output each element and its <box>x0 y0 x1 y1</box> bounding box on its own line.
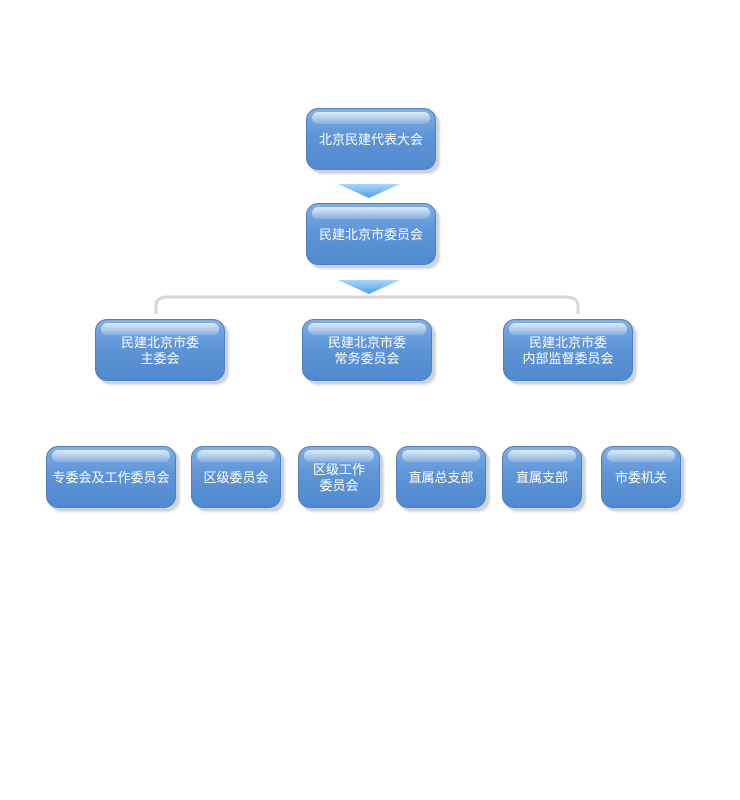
node-congress-label: 北京民建代表大会 <box>318 133 423 148</box>
down-arrow-icon <box>338 280 400 294</box>
node-label-line1: 民建北京市委 <box>528 336 607 351</box>
node-congress[interactable]: 北京民建代表大会 <box>306 108 436 170</box>
node-supervision-committee[interactable]: 民建北京市委 内部监督委员会 <box>503 319 633 381</box>
node-district-committees[interactable]: 区级委员会 <box>191 446 281 508</box>
node-label-line1: 区级工作 <box>312 463 365 478</box>
node-direct-branches[interactable]: 直属支部 <box>502 446 582 508</box>
node-district-working-committees[interactable]: 区级工作 委员会 <box>298 446 380 508</box>
node-chair-committee[interactable]: 民建北京市委 主委会 <box>95 319 225 381</box>
node-label-line1: 市委机关 <box>614 471 667 486</box>
node-label-line1: 直属支部 <box>515 471 568 486</box>
node-label-line2: 主委会 <box>140 352 180 367</box>
node-label-line2: 常务委员会 <box>334 352 400 367</box>
node-label-line1: 民建北京市委 <box>327 336 406 351</box>
node-label-line1: 直属总支部 <box>408 471 474 486</box>
node-special-committees[interactable]: 专委会及工作委员会 <box>46 446 176 508</box>
node-direct-general-branches[interactable]: 直属总支部 <box>396 446 486 508</box>
node-municipal-committee-label: 民建北京市委员会 <box>318 228 423 243</box>
node-municipal-committee[interactable]: 民建北京市委员会 <box>306 203 436 265</box>
node-label-line2: 委员会 <box>319 479 359 494</box>
node-municipal-office[interactable]: 市委机关 <box>601 446 681 508</box>
node-label-line2: 内部监督委员会 <box>522 352 614 367</box>
node-label-line1: 专委会及工作委员会 <box>52 471 170 486</box>
down-arrow-icon <box>338 184 400 198</box>
node-label-line1: 民建北京市委 <box>120 336 199 351</box>
branch-connector <box>154 295 580 314</box>
node-label-line1: 区级委员会 <box>203 471 269 486</box>
node-standing-committee[interactable]: 民建北京市委 常务委员会 <box>302 319 432 381</box>
